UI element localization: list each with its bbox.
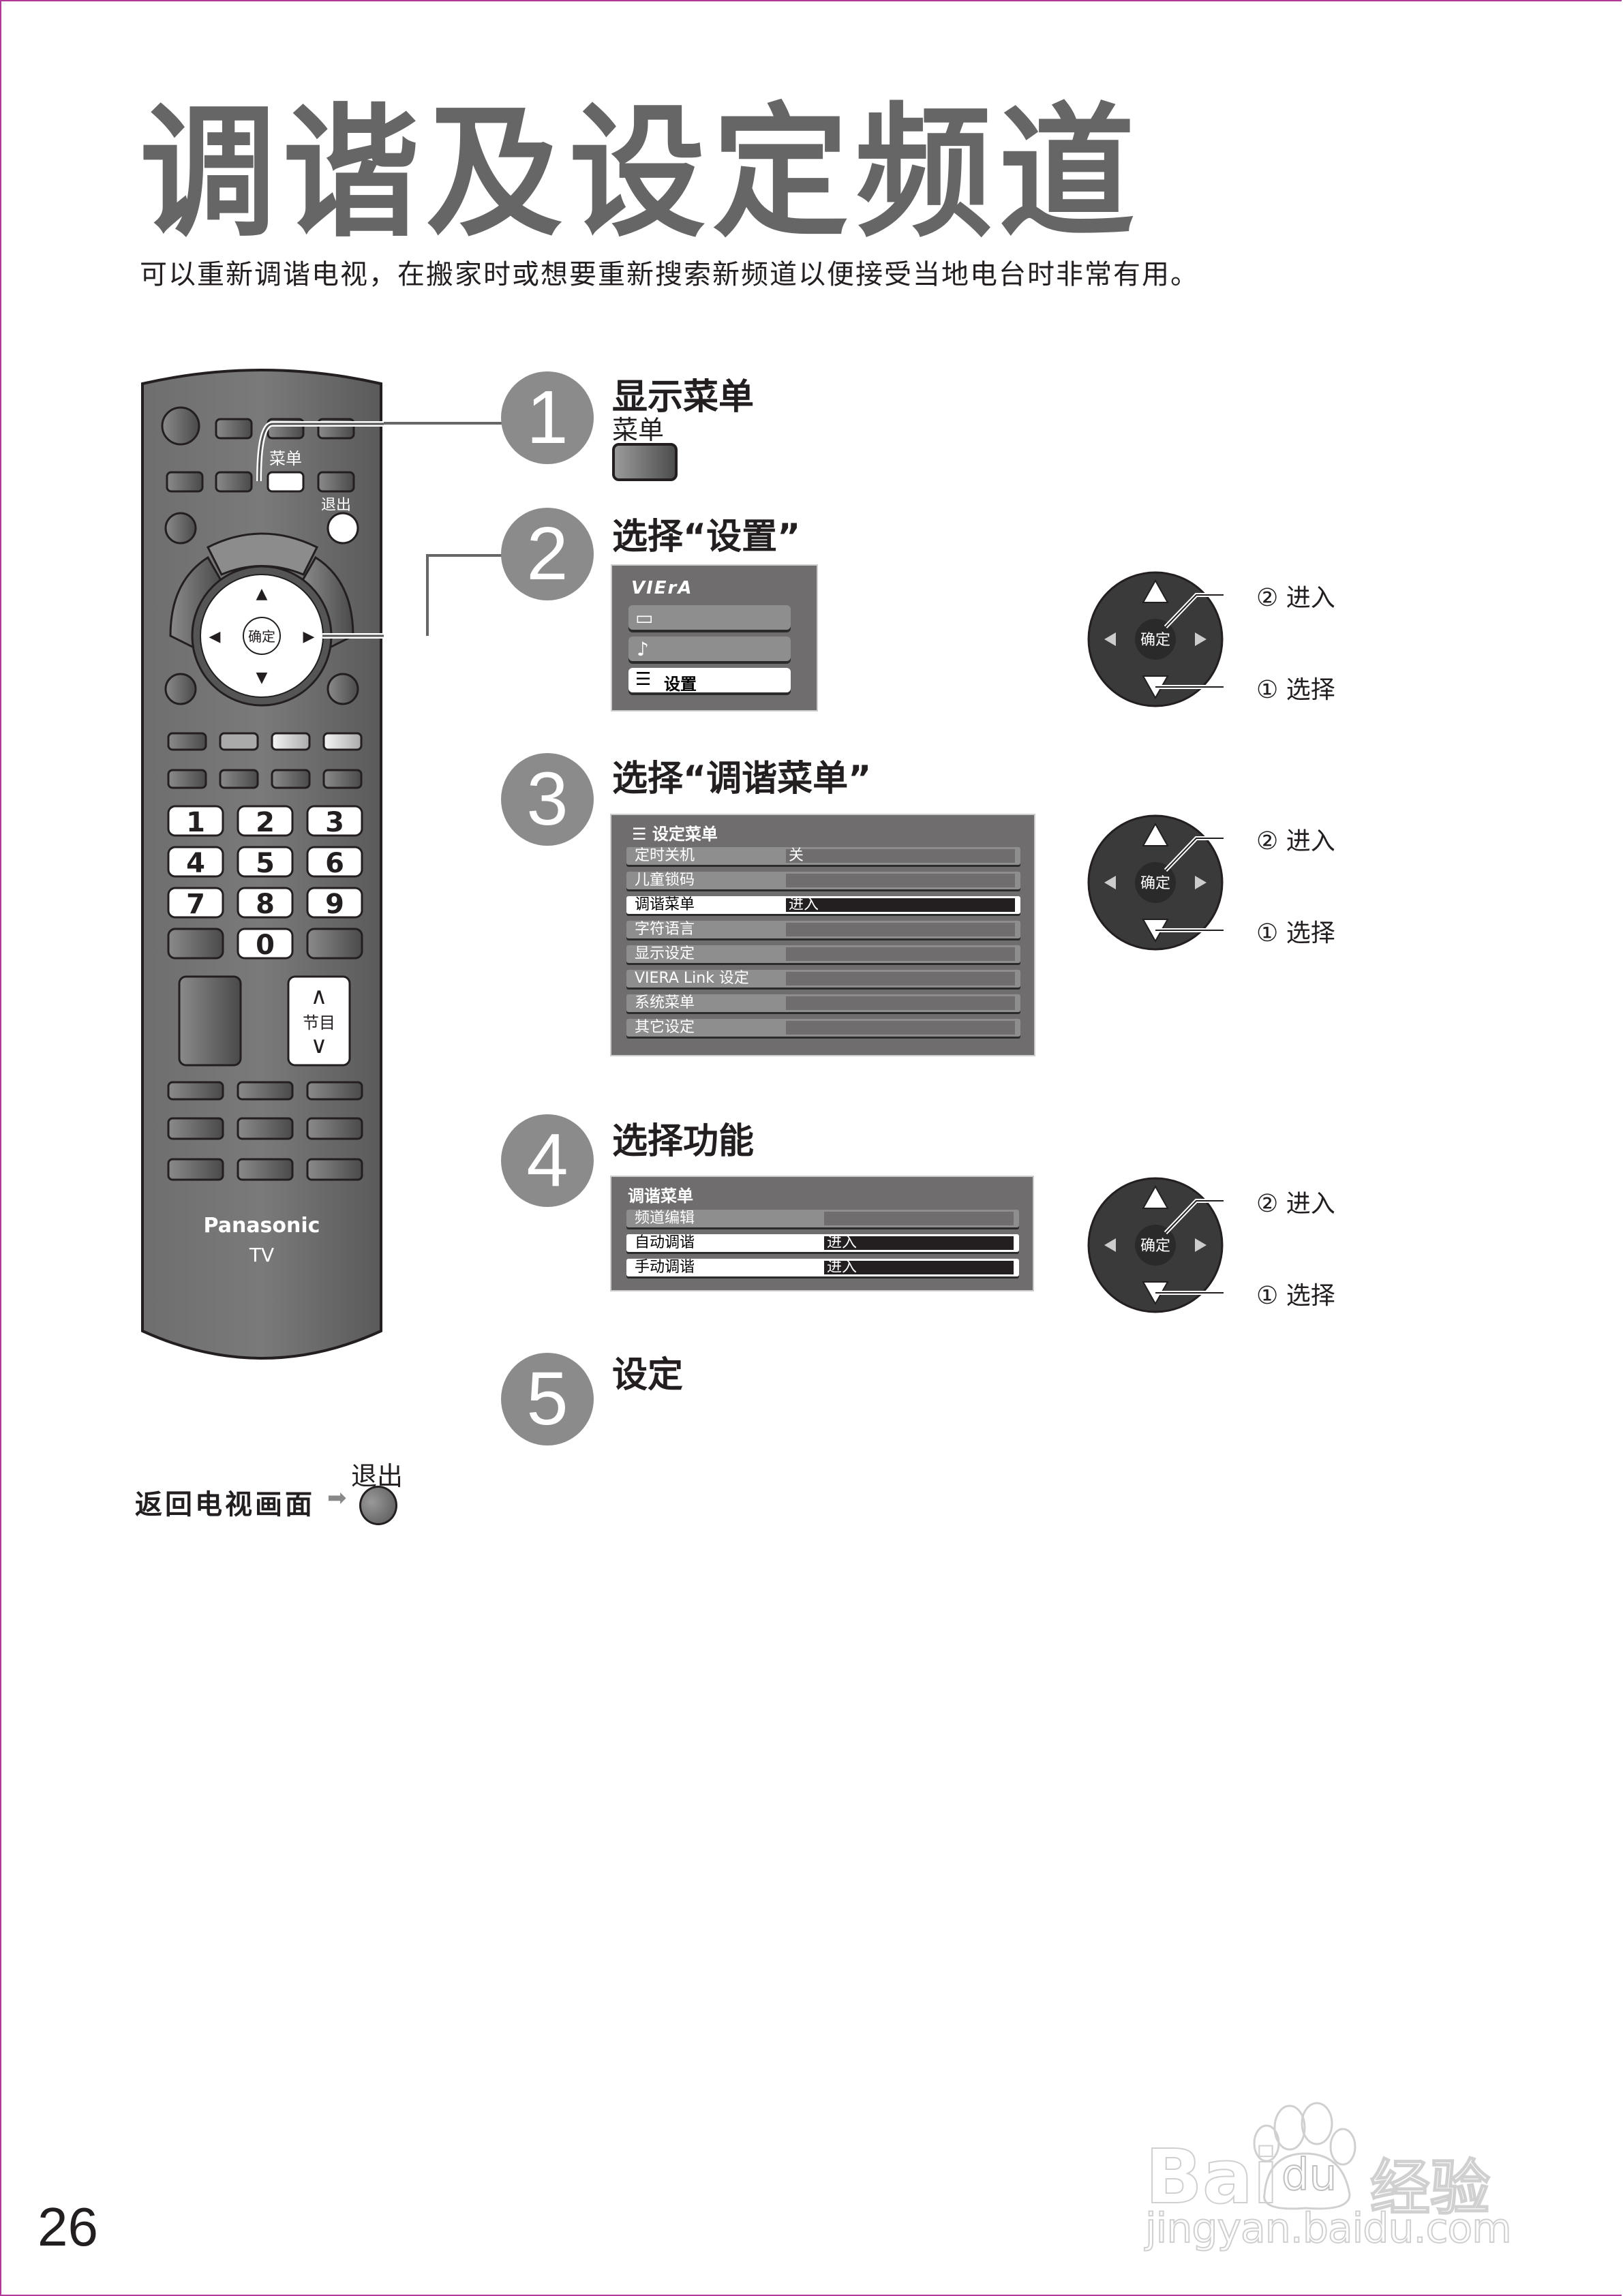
connector-step2-v — [426, 554, 429, 636]
svg-text:确定: 确定 — [1140, 875, 1170, 892]
tuning-menu-screen: 调谐菜单 频道编辑 自动调谐进入 手动调谐进入 — [611, 1177, 1033, 1290]
menu-item-picture[interactable]: ▭ — [628, 605, 791, 630]
dpad-callout-step4: 确定 ② 进入 ① 选择 — [1087, 1177, 1360, 1313]
svg-text:TV: TV — [249, 1244, 274, 1266]
page-title: 调谐及设定频道 — [140, 90, 1142, 257]
dpad-icon: 确定 — [1087, 814, 1264, 951]
connector-step1 — [384, 422, 506, 425]
menu-key-icon — [612, 443, 678, 481]
step-1-badge: 1 — [501, 371, 594, 464]
setup-menu-title: ☰ 设定菜单 — [632, 825, 718, 844]
svg-text:Panasonic: Panasonic — [204, 1214, 320, 1238]
arrow-right-icon: ➡ — [327, 1484, 347, 1512]
tuning-row-manual-tuning[interactable]: 手动调谐进入 — [626, 1259, 1019, 1276]
select-callout: ① 选择 — [1256, 919, 1335, 947]
enter-callout: ② 进入 — [1256, 1190, 1335, 1218]
setup-row-teletext-language[interactable]: 字符语言 — [626, 921, 1020, 938]
menu-item-setup-label: 设置 — [664, 675, 697, 694]
svg-text:▼: ▼ — [256, 669, 268, 686]
svg-text:6: 6 — [325, 848, 344, 879]
step-2-heading: 选择“设置” — [612, 517, 801, 557]
baidu-jingyan-watermark: Bai du 经验 jingyan.baidu.com — [1144, 2065, 1527, 2253]
dpad-callout-step3: 确定 ② 进入 ① 选择 — [1087, 814, 1360, 951]
svg-text:0: 0 — [256, 930, 275, 961]
setup-row-viera-link[interactable]: VIERA Link 设定 — [626, 970, 1020, 988]
setup-row-sleep-timer[interactable]: 定时关机关 — [626, 847, 1020, 865]
watermark-url: jingyan.baidu.com — [1144, 2204, 1513, 2253]
step-4-heading: 选择功能 — [612, 1121, 755, 1162]
setup-row-other-settings[interactable]: 其它设定 — [626, 1019, 1020, 1037]
setup-row-tuning-menu[interactable]: 调谐菜单进入 — [626, 896, 1020, 914]
step-3-heading: 选择“调谐菜单” — [612, 759, 872, 799]
select-callout: ① 选择 — [1256, 676, 1335, 704]
menu-item-setup[interactable]: ☰ 设置 — [628, 668, 791, 694]
step-1-heading: 显示菜单 — [612, 377, 755, 418]
enter-callout: ② 进入 — [1256, 584, 1335, 612]
svg-text:8: 8 — [256, 889, 275, 920]
svg-text:◀: ◀ — [209, 628, 221, 645]
tuning-row-auto-tuning[interactable]: 自动调谐进入 — [626, 1234, 1019, 1252]
svg-text:2: 2 — [256, 807, 275, 838]
picture-icon: ▭ — [635, 607, 654, 629]
setup-list-icon: ☰ — [635, 669, 652, 690]
sound-icon: ♪ — [637, 638, 649, 660]
svg-text:∧: ∧ — [311, 983, 328, 1010]
svg-text:确定: 确定 — [1140, 1238, 1170, 1255]
tuning-menu-title: 调谐菜单 — [628, 1187, 693, 1206]
step-4-badge: 4 — [501, 1114, 594, 1207]
svg-text:▲: ▲ — [256, 585, 268, 602]
setup-menu-screen: ☰ 设定菜单 定时关机关 儿童锁码 调谐菜单进入 字符语言 显示设定 VIERA… — [611, 815, 1034, 1055]
svg-text:菜单: 菜单 — [269, 449, 302, 468]
step-2-badge: 2 — [501, 508, 594, 600]
svg-text:3: 3 — [325, 807, 344, 838]
svg-text:5: 5 — [256, 848, 275, 879]
dpad-callout-step2: 确定 ② 进入 ① 选择 — [1087, 571, 1360, 707]
svg-text:9: 9 — [325, 889, 344, 920]
menu-item-sound[interactable]: ♪ — [628, 637, 791, 661]
step-3-badge: 3 — [501, 753, 594, 846]
remote-control: 菜单 退出 确定 ▲ ▼ ◀ ▶ 1 2 — [140, 363, 426, 1372]
svg-text:∨: ∨ — [311, 1032, 328, 1059]
watermark-paw-text: du — [1281, 2149, 1337, 2201]
page-number: 26 — [37, 2196, 98, 2257]
svg-text:4: 4 — [186, 848, 205, 879]
return-to-tv-text: 返回电视画面 — [135, 1489, 315, 1520]
setup-row-child-lock[interactable]: 儿童锁码 — [626, 872, 1020, 889]
svg-text:确定: 确定 — [1140, 632, 1170, 649]
setup-row-display-settings[interactable]: 显示设定 — [626, 945, 1020, 963]
dpad-icon: 确定 — [1087, 1177, 1264, 1313]
page-subtitle: 可以重新调谐电视，在搬家时或想要重新搜索新频道以便接受当地电台时非常有用。 — [140, 259, 1199, 290]
select-callout: ① 选择 — [1256, 1282, 1335, 1310]
dpad-icon: 确定 — [1087, 571, 1264, 707]
svg-text:退出: 退出 — [321, 497, 351, 514]
setup-list-icon: ☰ — [632, 825, 647, 844]
watermark-brand: Bai — [1144, 2132, 1279, 2221]
exit-button-icon — [359, 1486, 397, 1525]
viera-logo: VIErA — [631, 578, 693, 598]
svg-text:▶: ▶ — [303, 628, 315, 645]
svg-text:7: 7 — [186, 889, 205, 920]
svg-text:1: 1 — [186, 807, 205, 838]
svg-text:确定: 确定 — [248, 628, 275, 645]
viera-main-menu-screen: VIErA ▭ ♪ ☰ 设置 — [612, 566, 817, 710]
menu-key-label: 菜单 — [612, 415, 665, 445]
step-5-badge: 5 — [501, 1353, 594, 1445]
tuning-row-channel-edit[interactable]: 频道编辑 — [626, 1210, 1019, 1227]
watermark-cn: 经验 — [1369, 2152, 1491, 2224]
setup-row-system-menu[interactable]: 系统菜单 — [626, 994, 1020, 1012]
step-5-heading: 设定 — [612, 1355, 684, 1396]
connector-step2 — [426, 554, 508, 557]
enter-callout: ② 进入 — [1256, 827, 1335, 855]
svg-text:节目: 节目 — [303, 1013, 335, 1032]
